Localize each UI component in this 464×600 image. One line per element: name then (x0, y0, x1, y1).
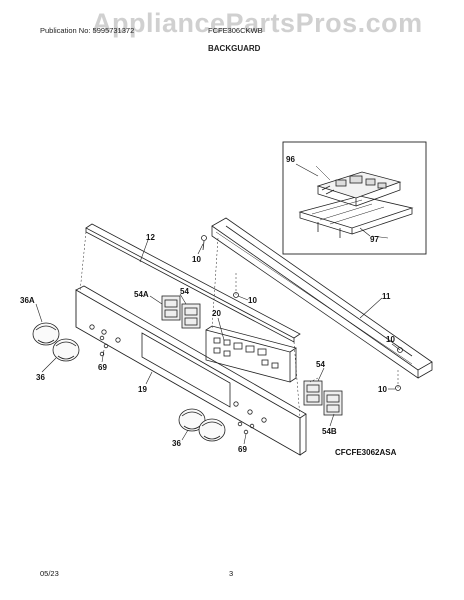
knob-36-bottom-b (198, 418, 226, 442)
callout-54a: 54A (134, 290, 149, 299)
callout-97: 97 (370, 235, 379, 244)
callout-69-right: 69 (238, 445, 247, 454)
section-title: BACKGUARD (208, 44, 261, 53)
rear-frame (211, 217, 433, 379)
footer-date: 05/23 (40, 569, 59, 578)
control-board (316, 171, 402, 207)
callout-10-top: 10 (192, 255, 201, 264)
switch-54-right (303, 380, 323, 406)
model-number: FCFE306CKWB (208, 26, 263, 35)
diagram-code: CFCFE3062ASA (335, 448, 397, 457)
alignment-lines (79, 231, 399, 419)
panel-knob-holes (89, 324, 267, 423)
inset-box (282, 141, 427, 255)
callout-69-left: 69 (98, 363, 107, 372)
knob-36a (32, 322, 60, 346)
switch-54-left (181, 303, 201, 329)
callout-20: 20 (212, 309, 221, 318)
callout-96: 96 (286, 155, 295, 164)
display-board (205, 325, 297, 383)
knob-36-left (52, 338, 80, 362)
screw-10-d (395, 385, 401, 391)
springs-69-left (99, 335, 109, 357)
callout-36a: 36A (20, 296, 35, 305)
callout-10-bottom: 10 (378, 385, 387, 394)
callout-36-bottom: 36 (172, 439, 181, 448)
publication-number: Publication No: 5995731372 (40, 26, 135, 35)
screw-10-c (397, 347, 403, 353)
callout-54b: 54B (322, 427, 337, 436)
switch-54a (161, 295, 181, 321)
watermark-text: AppliancePartsPros.com (92, 8, 423, 38)
callout-11: 11 (382, 292, 391, 301)
footer-page-number: 3 (229, 569, 234, 578)
callout-19: 19 (138, 385, 147, 394)
callout-10-right: 10 (386, 335, 395, 344)
screw-10-a (201, 235, 207, 251)
springs-69-right (237, 421, 255, 435)
callout-36-left: 36 (36, 373, 45, 382)
switch-54b (323, 390, 343, 416)
callout-10-mid: 10 (248, 296, 257, 305)
knob-36-bottom-a (178, 408, 206, 432)
top-trim-strip (85, 223, 301, 343)
callout-54-top: 54 (180, 287, 189, 296)
screw-10-b (233, 292, 239, 298)
callout-12: 12 (146, 233, 155, 242)
leader-lines (35, 163, 401, 445)
callout-54-right: 54 (316, 360, 325, 369)
backguard-panel (75, 285, 307, 456)
callout-labels: 96 97 12 10 10 11 36A 54 54A 20 10 69 36… (20, 155, 395, 454)
